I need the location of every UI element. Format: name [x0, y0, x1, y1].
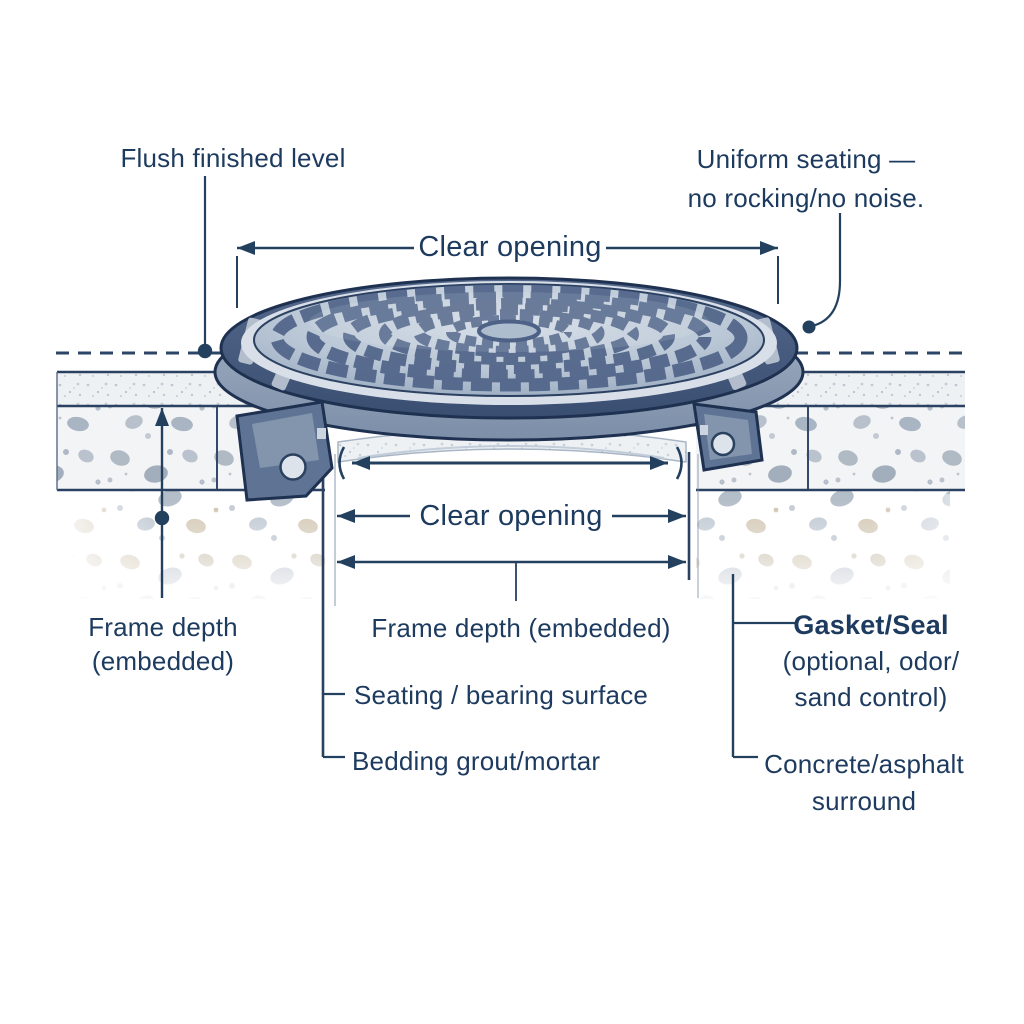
label-clear-opening-top: Clear opening — [418, 231, 602, 263]
label-gasket-seal: Gasket/Seal (optional, odor/ sand contro… — [783, 607, 960, 715]
dim-clear-opening-top — [236, 241, 779, 308]
dim-clear-opening-inner — [337, 509, 686, 601]
label-frame-depth-side-line2: (embedded) — [91, 646, 235, 676]
label-gasket-seal-line3: sand control) — [794, 682, 948, 712]
label-concrete-surround-line1: Concrete/asphalt — [764, 749, 964, 779]
leader-flush-level — [197, 176, 213, 359]
label-frame-depth-side-line1: Frame depth — [88, 612, 238, 642]
dim-span-inner-arrow — [338, 446, 683, 480]
label-frame-depth-center: Frame depth (embedded) — [371, 613, 671, 643]
label-gasket-seal-line2: (optional, odor/ — [782, 646, 960, 676]
leader-gasket-surround — [731, 574, 796, 759]
label-frame-depth-side: Frame depth (embedded) — [88, 610, 238, 678]
label-flush-finished-level: Flush finished level — [120, 143, 346, 173]
label-uniform-seating: Uniform seating — no rocking/no noise. — [688, 140, 925, 218]
label-bedding-grout: Bedding grout/mortar — [352, 746, 601, 776]
label-concrete-surround-line2: surround — [811, 786, 917, 816]
label-gasket-seal-title: Gasket/Seal — [793, 610, 949, 640]
label-seating-surface: Seating / bearing surface — [354, 680, 649, 710]
label-concrete-surround: Concrete/asphalt surround — [764, 746, 964, 820]
leader-seating-bedding — [323, 692, 345, 759]
leader-uniform-seating — [802, 213, 842, 334]
bolt-icon — [279, 453, 307, 481]
cover-center-emblem — [477, 319, 541, 343]
label-uniform-seating-line1: Uniform seating — — [696, 144, 916, 174]
frame-bracket-right — [692, 402, 764, 472]
manhole-cover-and-frame — [213, 276, 805, 502]
dim-frame-depth-left — [154, 408, 170, 598]
label-uniform-seating-line2: no rocking/no noise. — [687, 183, 925, 213]
cover-cobble-pattern — [270, 284, 748, 392]
annotations — [154, 176, 842, 759]
frame-bracket-left — [235, 400, 334, 502]
bolt-icon — [710, 431, 736, 457]
label-clear-opening-inner: Clear opening — [419, 500, 603, 532]
